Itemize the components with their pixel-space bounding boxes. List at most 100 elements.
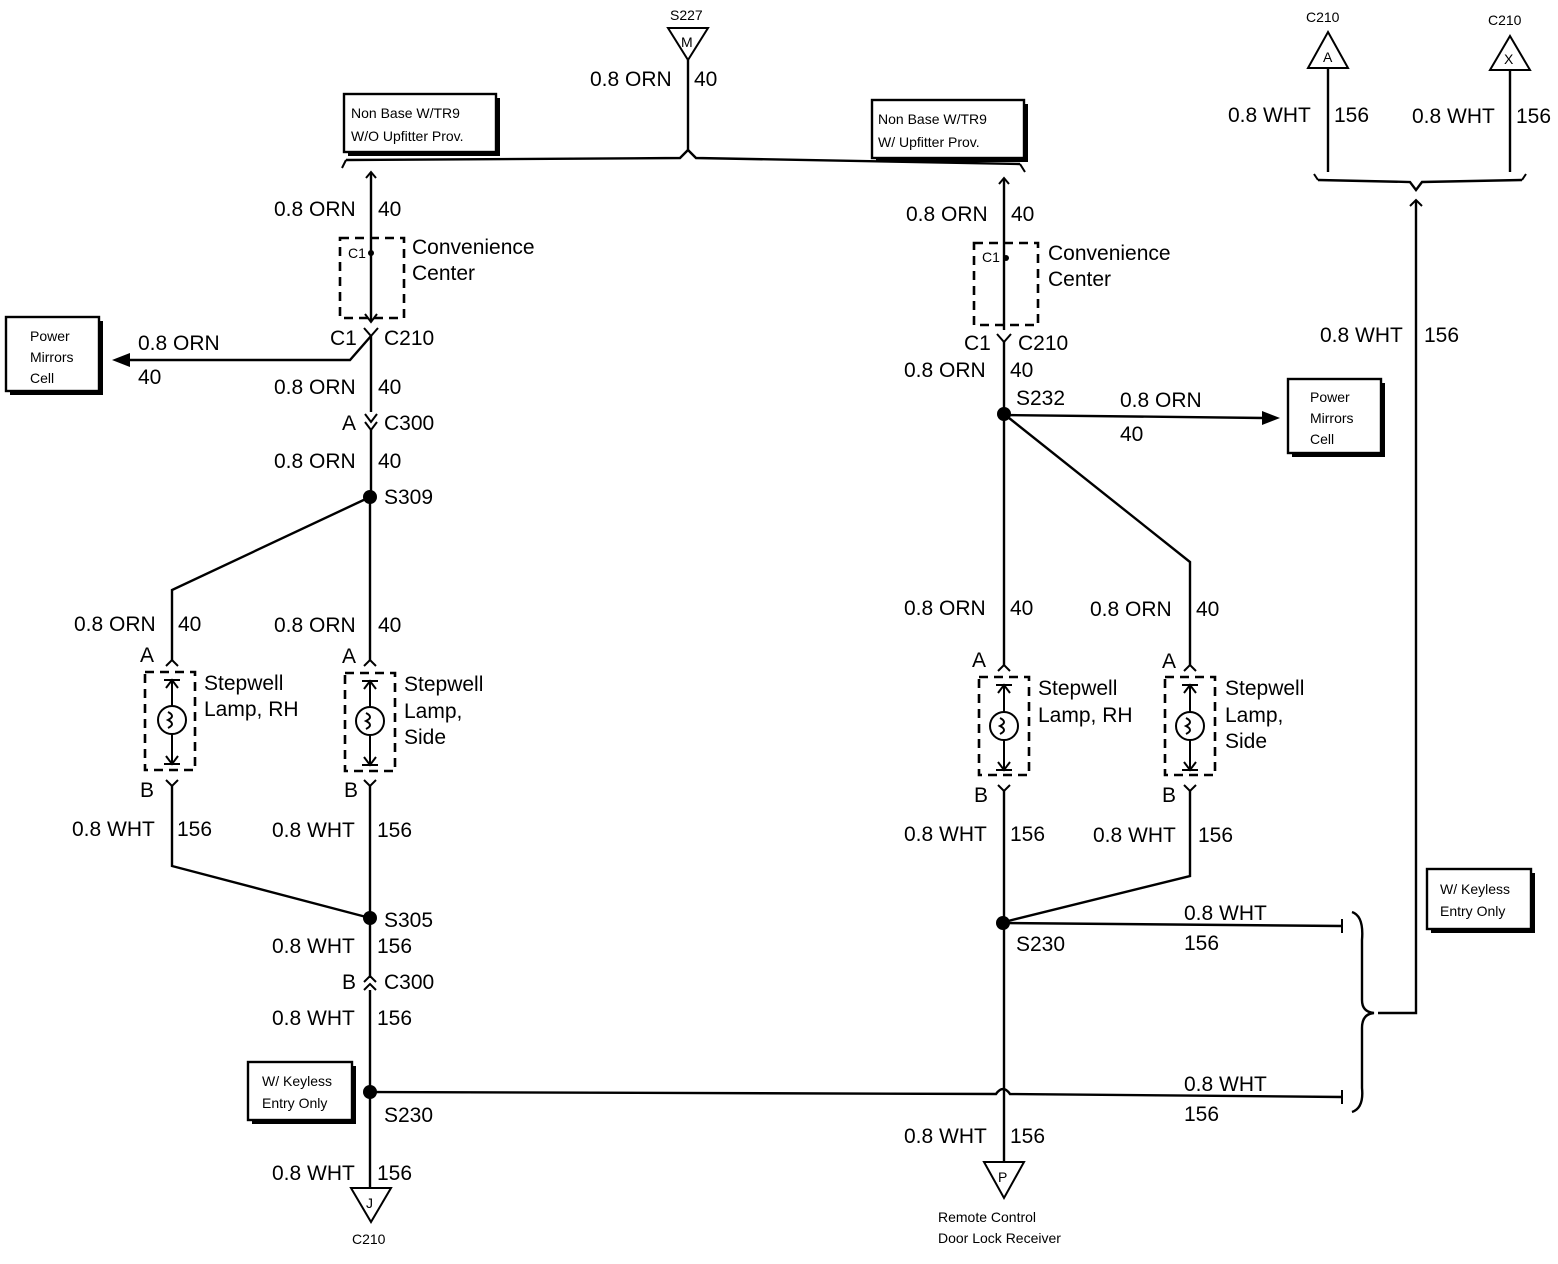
svg-text:Stepwell: Stepwell	[404, 673, 483, 696]
svg-text:W/ Keyless: W/ Keyless	[1440, 881, 1510, 897]
svg-text:0.8 WHT: 0.8 WHT	[904, 823, 987, 846]
left-rh-lamp-return	[170, 786, 371, 920]
svg-text:0.8 WHT: 0.8 WHT	[272, 1007, 355, 1030]
svg-text:0.8 WHT: 0.8 WHT	[1228, 104, 1311, 127]
svg-text:0.8 WHT: 0.8 WHT	[72, 818, 155, 841]
svg-text:156: 156	[377, 935, 412, 958]
power-mirrors-cell-left: Power Mirrors Cell	[4, 315, 103, 395]
right-stepwell-lamp-side: A Stepwell Lamp, Side B	[1162, 650, 1304, 807]
svg-text:C1: C1	[964, 332, 991, 355]
svg-text:40: 40	[1010, 597, 1033, 620]
svg-text:0.8 ORN: 0.8 ORN	[904, 359, 986, 382]
svg-text:C210: C210	[1488, 12, 1522, 28]
right-branch: 0.8 ORN 40 C1 Convenience Center C1 C210…	[904, 176, 1343, 1246]
svg-text:B: B	[974, 784, 988, 807]
svg-text:156: 156	[1010, 1125, 1045, 1148]
svg-text:J: J	[366, 1195, 373, 1211]
svg-text:0.8 WHT: 0.8 WHT	[272, 819, 355, 842]
svg-text:Convenience: Convenience	[1048, 242, 1171, 265]
s230-keyless-wire-upper	[1002, 921, 1343, 928]
svg-text:Center: Center	[1048, 268, 1111, 291]
keyless-box-right: W/ Keyless Entry Only	[1425, 867, 1535, 933]
svg-text:S230: S230	[384, 1104, 433, 1127]
option-box-wo-upfitter: Non Base W/TR9 W/O Upfitter Prov.	[342, 92, 500, 156]
svg-text:156: 156	[377, 819, 412, 842]
option-bracket-ends	[341, 159, 1026, 173]
svg-text:0.8 WHT: 0.8 WHT	[1412, 105, 1495, 128]
left-c300-b-connector	[363, 974, 377, 991]
s227-letter: M	[681, 34, 693, 50]
svg-text:Cell: Cell	[30, 370, 54, 386]
svg-text:0.8 WHT: 0.8 WHT	[1184, 902, 1267, 925]
svg-text:A: A	[140, 644, 154, 667]
svg-text:40: 40	[378, 376, 401, 399]
svg-text:C300: C300	[384, 971, 434, 994]
svg-text:C300: C300	[384, 412, 434, 435]
left-side-lamp-bulb	[355, 706, 385, 736]
option-box-right-line2: W/ Upfitter Prov.	[878, 134, 980, 150]
svg-text:Cell: Cell	[1310, 431, 1334, 447]
s227-wire-color: 0.8 ORN	[590, 68, 672, 91]
s227-terminal: S227 M 0.8 ORN 40	[590, 7, 717, 150]
svg-text:0.8 ORN: 0.8 ORN	[274, 614, 356, 637]
svg-text:C210: C210	[1018, 332, 1068, 355]
svg-text:156: 156	[1198, 824, 1233, 847]
svg-text:A: A	[1162, 650, 1176, 673]
svg-text:B: B	[1162, 784, 1176, 807]
svg-text:156: 156	[377, 1162, 412, 1185]
option-bracket	[345, 148, 1021, 166]
svg-text:Stepwell: Stepwell	[1225, 677, 1304, 700]
svg-text:0.8 ORN: 0.8 ORN	[906, 203, 988, 226]
svg-text:A: A	[342, 412, 356, 435]
s227-label: S227	[670, 7, 703, 23]
svg-text:Lamp,: Lamp,	[1225, 704, 1283, 727]
svg-text:Stepwell: Stepwell	[1038, 677, 1117, 700]
svg-text:Side: Side	[1225, 730, 1267, 753]
svg-text:40: 40	[378, 614, 401, 637]
svg-text:0.8 WHT: 0.8 WHT	[1184, 1073, 1267, 1096]
svg-text:156: 156	[1516, 105, 1551, 128]
c210-j-label: C210	[352, 1231, 386, 1247]
c210-a-terminal: C210 A 0.8 WHT 156	[1228, 9, 1369, 172]
c210-j-triangle	[349, 1187, 393, 1224]
left-branch: 0.8 ORN 40 C1 Convenience Center C1 C210…	[72, 170, 535, 1247]
option-box-w-upfitter: Non Base W/TR9 W/ Upfitter Prov.	[870, 98, 1028, 162]
svg-text:40: 40	[1011, 203, 1034, 226]
left-stepwell-lamp-rh: A Stepwell Lamp, RH B	[140, 644, 299, 802]
s309-label: S309	[384, 486, 433, 509]
right-convenience-center-box	[972, 241, 1040, 327]
svg-text:0.8 ORN: 0.8 ORN	[138, 332, 220, 355]
right-power-mirrors-wire	[1003, 413, 1265, 420]
svg-text:A: A	[342, 645, 356, 668]
svg-text:X: X	[1504, 51, 1514, 67]
receiver-label-line1: Remote Control	[938, 1209, 1036, 1225]
left-power-arrow	[112, 353, 130, 367]
receiver-p-triangle	[982, 1161, 1026, 1201]
left-feed-color: 0.8 ORN	[274, 198, 356, 221]
svg-text:Entry Only: Entry Only	[1440, 903, 1505, 919]
svg-text:0.8 WHT: 0.8 WHT	[272, 935, 355, 958]
left-cc-label1: Convenience	[412, 236, 535, 259]
svg-text:0.8 ORN: 0.8 ORN	[274, 450, 356, 473]
svg-text:Stepwell: Stepwell	[204, 672, 283, 695]
svg-text:Power: Power	[1310, 389, 1350, 405]
svg-text:B: B	[140, 779, 154, 802]
svg-text:0.8 WHT: 0.8 WHT	[1093, 824, 1176, 847]
svg-text:0.8 ORN: 0.8 ORN	[1090, 598, 1172, 621]
svg-text:A: A	[972, 649, 986, 672]
left-cc-label2: Center	[412, 262, 475, 285]
left-feed-circuit: 40	[378, 198, 401, 221]
svg-text:40: 40	[378, 450, 401, 473]
svg-text:0.8 ORN: 0.8 ORN	[904, 597, 986, 620]
svg-text:156: 156	[1334, 104, 1369, 127]
keyless-box-left: W/ Keyless Entry Only	[246, 1060, 356, 1124]
receiver-label-line2: Door Lock Receiver	[938, 1230, 1061, 1246]
svg-text:S232: S232	[1016, 387, 1065, 410]
option-box-right-line1: Non Base W/TR9	[878, 111, 987, 127]
svg-text:156: 156	[377, 1007, 412, 1030]
left-rh-lamp-feed	[170, 495, 371, 660]
svg-text:S305: S305	[384, 909, 433, 932]
svg-text:0.8 ORN: 0.8 ORN	[274, 376, 356, 399]
left-rh-lamp-bulb	[157, 705, 187, 735]
s227-wire-circuit: 40	[694, 68, 717, 91]
